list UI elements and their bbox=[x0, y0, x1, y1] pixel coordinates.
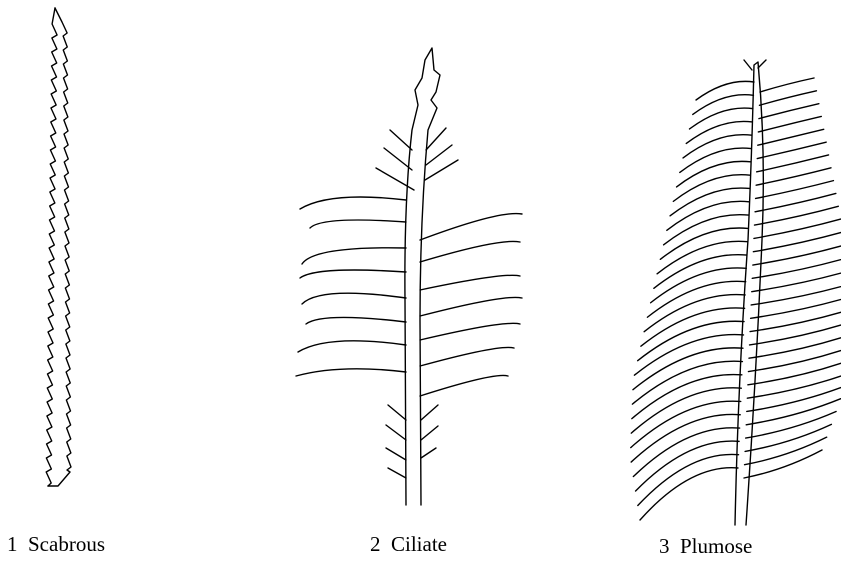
ciliate-short-cilium bbox=[384, 148, 412, 170]
plumose-barb-right bbox=[757, 142, 826, 158]
plumose-barb-right bbox=[759, 104, 819, 119]
ciliate-short-cilium bbox=[388, 468, 406, 478]
plumose-barb-left bbox=[654, 255, 747, 289]
plumose-barb-right bbox=[752, 270, 841, 291]
caption-plumose: 3 Plumose bbox=[659, 534, 752, 559]
ciliate-short-cilium bbox=[421, 426, 438, 440]
ciliate-cilium-left bbox=[302, 293, 406, 304]
caption-label: Plumose bbox=[680, 534, 752, 558]
ciliate-short-cilium bbox=[426, 145, 452, 165]
caption-number: 1 bbox=[7, 532, 18, 556]
scabrous-left-edge bbox=[46, 8, 57, 486]
plumose-barb-right bbox=[760, 78, 814, 92]
plumose-barb-right bbox=[756, 168, 831, 185]
caption-scabrous: 1 Scabrous bbox=[7, 532, 105, 557]
plumose-barb-right bbox=[751, 283, 841, 305]
plumose-barb-left bbox=[640, 468, 738, 520]
plumose-barb-right bbox=[753, 245, 841, 265]
plumose-barb-right bbox=[759, 91, 816, 105]
plumose-barb-left bbox=[632, 375, 742, 419]
ciliate-cilium-right bbox=[420, 375, 508, 396]
caption-ciliate: 2 Ciliate bbox=[370, 532, 447, 557]
ciliate-short-cilium bbox=[390, 130, 412, 150]
ciliate-cilium-left bbox=[310, 220, 406, 228]
ciliate-short-cilium bbox=[386, 448, 406, 460]
plumose-barb-right bbox=[751, 296, 841, 318]
ciliate-cilium-left bbox=[300, 270, 406, 278]
ciliate-short-cilium bbox=[421, 405, 438, 420]
caption-label: Ciliate bbox=[391, 532, 447, 556]
ciliate-cilium-right bbox=[420, 214, 522, 240]
plumose-barb-left bbox=[641, 308, 745, 346]
ciliate-cilium-right bbox=[420, 241, 520, 262]
plumose-barb-left bbox=[657, 241, 747, 273]
caption-number: 3 bbox=[659, 534, 670, 558]
ciliate-short-cilium bbox=[426, 128, 446, 150]
plumose-barb-right bbox=[744, 450, 822, 478]
scabrous-hair-drawing bbox=[46, 8, 71, 486]
ciliate-stem bbox=[405, 48, 440, 505]
ciliate-cilium-left bbox=[300, 197, 406, 209]
plumose-barb-right bbox=[758, 129, 824, 145]
ciliate-short-cilium bbox=[421, 448, 436, 458]
plumose-barb-left bbox=[664, 215, 749, 245]
plumose-barb-right bbox=[752, 258, 841, 279]
plumose-barb-right bbox=[753, 232, 841, 252]
caption-number: 2 bbox=[370, 532, 381, 556]
ciliate-cilium-right bbox=[420, 275, 520, 290]
plumose-barb-left bbox=[667, 201, 749, 230]
plumose-barb-left bbox=[690, 108, 753, 129]
plumose-barb-right bbox=[758, 116, 821, 131]
ciliate-cilium-left bbox=[298, 341, 406, 352]
caption-label: Scabrous bbox=[28, 532, 105, 556]
plumose-hair-drawing bbox=[631, 60, 841, 525]
plumose-barb-left bbox=[638, 321, 744, 360]
ciliate-short-cilium bbox=[386, 425, 406, 440]
ciliate-cilium-right bbox=[420, 297, 522, 316]
plumose-barb-left bbox=[651, 268, 747, 303]
ciliate-cilium-right bbox=[420, 347, 514, 366]
plumose-barb-right bbox=[757, 155, 829, 172]
ciliate-cilium-left bbox=[306, 317, 406, 324]
ciliate-short-cilium bbox=[425, 160, 458, 180]
ciliate-cilium-left bbox=[302, 248, 406, 264]
ciliate-short-cilium bbox=[388, 405, 406, 420]
plumose-barb-left bbox=[680, 148, 751, 172]
plumose-barb-left bbox=[647, 281, 745, 317]
plumose-barb-left bbox=[644, 295, 745, 332]
ciliate-hair-drawing bbox=[296, 48, 522, 505]
ciliate-cilium-left bbox=[296, 369, 406, 376]
ciliate-cilium-right bbox=[420, 323, 520, 340]
